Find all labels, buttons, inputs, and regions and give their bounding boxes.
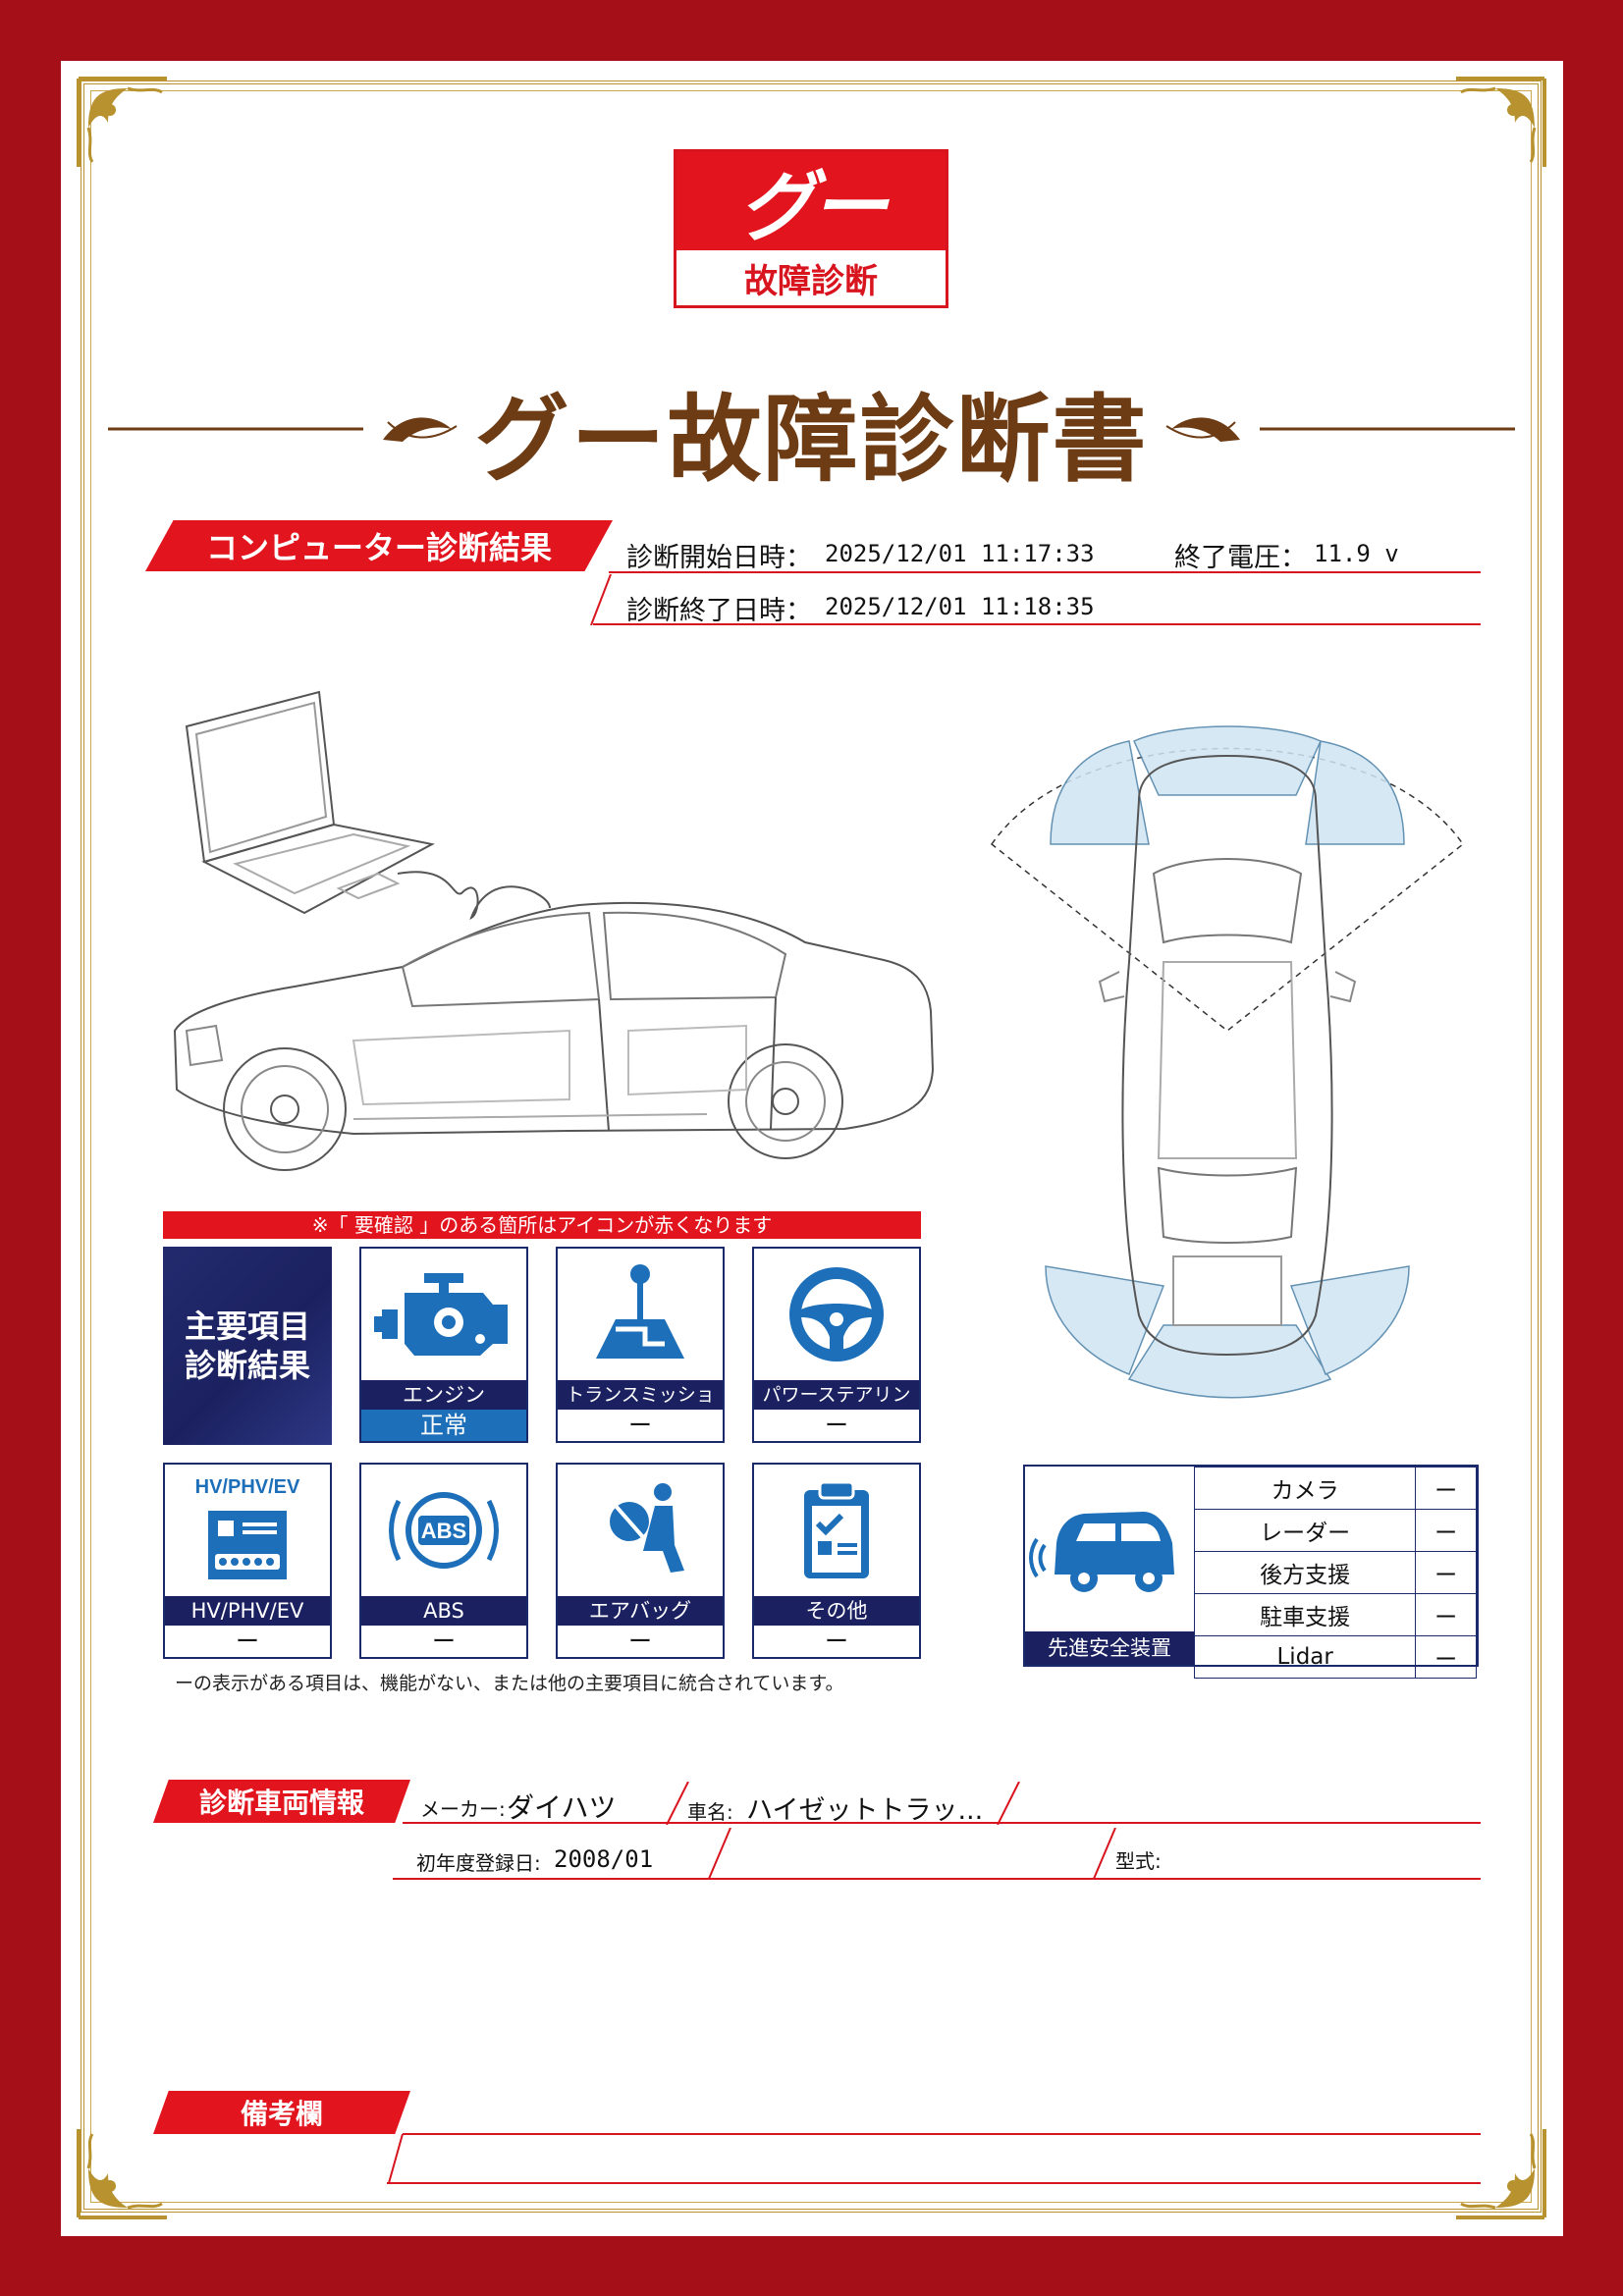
main-tile-line2: 診断結果 [184, 1347, 310, 1384]
divider-line [403, 2133, 1481, 2135]
adas-panel: 先進安全装置 カメラ ー レーダー ー 後方支援 ー 駐車支援 ー Lidar … [1023, 1465, 1479, 1679]
footnote: ーの表示がある項目は、機能がない、または他の主要項目に統合されています。 [175, 1673, 844, 1694]
divider-line [403, 1822, 1481, 1824]
document-paper [61, 61, 1563, 2236]
adas-item-value: ー [1415, 1635, 1477, 1679]
title-ornament-lines [108, 417, 1515, 442]
tile-result: ー [432, 1628, 456, 1655]
table-row: 後方支援 ー [1193, 1551, 1477, 1594]
slash-divider [388, 2134, 404, 2183]
car-name-label: 車名: [687, 1800, 733, 1824]
engine-icon [374, 1273, 508, 1356]
end-voltage-label: 終了電圧： [1174, 543, 1307, 573]
tile-label: HV/PHV/EV [165, 1596, 330, 1626]
logo-brand: グー [676, 152, 946, 252]
gold-frame-inner [90, 90, 1532, 2203]
adas-item-value: ー [1415, 1593, 1477, 1636]
adas-item-value: ー [1415, 1551, 1477, 1594]
gold-frame [81, 80, 1542, 2213]
first-registration-value: 2008/01 [554, 1845, 654, 1873]
tile-hv-phv-ev: HV/PHV/EV HV/PHV/EV ー [163, 1463, 332, 1659]
corner-ornament-icon [1456, 77, 1546, 167]
clipboard-icon [804, 1480, 869, 1578]
maker-value: ダイハツ [507, 1791, 617, 1824]
battery-icon-text: HV/PHV/EV [195, 1476, 300, 1498]
adas-item-value: ー [1415, 1509, 1477, 1552]
tile-airbag: エアバッグ ー [556, 1463, 725, 1659]
tile-label: その他 [754, 1596, 919, 1626]
tile-result: ー [825, 1412, 848, 1439]
slash-divider [590, 574, 612, 625]
adas-item-name: Lidar [1193, 1635, 1417, 1679]
corner-ornament-icon [1456, 2129, 1546, 2219]
tile-label: パワーステアリング [754, 1380, 919, 1435]
section-tab-computer-diagnosis: コンピューター診断結果 [145, 520, 613, 571]
adas-item-value: ー [1415, 1467, 1477, 1510]
adas-label: 先進安全装置 [1025, 1631, 1194, 1665]
tile-abs: ABS ABS ー [359, 1463, 528, 1659]
tile-result: ー [628, 1628, 652, 1655]
maker-label: メーカー: [420, 1797, 506, 1821]
slash-divider [1093, 1828, 1116, 1879]
steering-wheel-icon [789, 1267, 884, 1362]
table-row: レーダー ー [1193, 1509, 1477, 1552]
airbag-icon [610, 1483, 684, 1573]
tile-label: トランスミッション [558, 1380, 723, 1435]
slash-divider [997, 1782, 1020, 1825]
tile-result: ー [236, 1628, 259, 1655]
start-time-label: 診断開始日時： [626, 543, 812, 573]
tile-result: ー [628, 1412, 652, 1439]
adas-item-name: 後方支援 [1193, 1551, 1417, 1594]
gear-shift-icon [596, 1264, 684, 1359]
divider-line [593, 623, 1481, 625]
table-row: カメラ ー [1193, 1467, 1477, 1510]
adas-item-name: カメラ [1193, 1467, 1417, 1510]
divider-line [609, 571, 1481, 573]
start-time-value: 2025/12/01 11:17:33 [825, 540, 1095, 567]
first-registration-label: 初年度登録日: [416, 1851, 541, 1875]
end-time-value: 2025/12/01 11:18:35 [825, 593, 1095, 620]
car-icon [1029, 1512, 1174, 1592]
tile-other: その他 ー [752, 1463, 921, 1659]
car-name-value: ハイゼットトラッ... [746, 1795, 984, 1826]
corner-ornament-icon [77, 2129, 167, 2219]
slash-divider [708, 1828, 731, 1879]
main-tile-line1: 主要項目 [184, 1308, 310, 1345]
notice-banner: ※「 要確認 」のある箇所はアイコンが赤くなります [163, 1211, 921, 1239]
corner-ornament-icon [77, 77, 167, 167]
adas-item-name: 駐車支援 [1193, 1593, 1417, 1636]
car-top-view-illustration [990, 725, 1465, 1399]
tile-engine: エンジン 正常 [359, 1247, 528, 1443]
slash-divider [666, 1782, 689, 1825]
model-label: 型式: [1115, 1849, 1162, 1873]
logo-subtitle: 故障診断 [744, 261, 878, 301]
abs-icon-text: ABS [421, 1519, 466, 1543]
divider-line [393, 1878, 1481, 1880]
adas-item-name: レーダー [1193, 1509, 1417, 1552]
tile-label: ABS [361, 1596, 526, 1626]
table-row: Lidar ー [1193, 1635, 1477, 1679]
section-tab-remarks: 備考欄 [153, 2091, 410, 2134]
battery-icon: HV/PHV/EV [195, 1476, 300, 1579]
tile-label: エアバッグ [558, 1596, 723, 1626]
end-voltage-value: 11.9 v [1314, 540, 1399, 567]
main-items-result-tile: 主要項目 診断結果 [163, 1247, 332, 1445]
tile-result: ー [825, 1628, 848, 1655]
tile-transmission: トランスミッション ー [556, 1247, 725, 1443]
tile-power-steering: パワーステアリング ー [752, 1247, 921, 1443]
abs-icon: ABS [389, 1492, 499, 1569]
car-side-illustration [173, 690, 935, 1171]
goo-logo: グー 故障診断 [674, 149, 948, 308]
section-tab-vehicle-info: 診断車両情報 [153, 1780, 410, 1823]
tile-result: 正常 [361, 1410, 526, 1441]
adas-table: カメラ ー レーダー ー 後方支援 ー 駐車支援 ー Lidar ー [1193, 1467, 1477, 1679]
document-title: グー故障診断書 [474, 385, 1149, 495]
divider-line [387, 2182, 1481, 2184]
end-time-label: 診断終了日時： [626, 596, 812, 626]
tile-label: エンジン [361, 1380, 526, 1410]
table-row: 駐車支援 ー [1193, 1593, 1477, 1636]
